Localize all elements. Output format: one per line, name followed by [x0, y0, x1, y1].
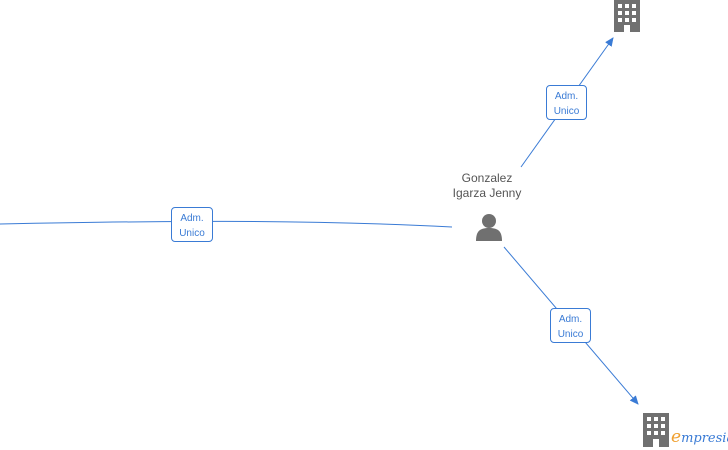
edge-role-label-top[interactable]: Adm. Unico: [546, 85, 587, 120]
edge-role-label-left[interactable]: Adm. Unico: [171, 207, 213, 242]
person-name-label: Gonzalez Igarza Jenny: [437, 171, 537, 201]
edge-line-left: [0, 220, 453, 228]
watermark-e: e: [671, 427, 682, 447]
person-name-line2: Igarza Jenny: [452, 186, 522, 200]
edge-role-line2: Unico: [557, 329, 584, 340]
edge-role-line2: Unico: [179, 228, 205, 239]
edge-role-line1: Adm.: [180, 213, 204, 224]
edge-role-line1: Adm.: [554, 91, 579, 102]
person-icon[interactable]: [476, 214, 502, 241]
edge-role-line2: Unico: [553, 106, 580, 117]
watermark-text: empresia: [671, 427, 728, 447]
watermark-rest: mpresia: [681, 431, 728, 446]
person-name-line1: Gonzalez: [461, 171, 513, 185]
building-icon[interactable]: [643, 413, 669, 447]
edge-role-line1: Adm.: [558, 314, 583, 325]
building-icon[interactable]: [614, 0, 640, 32]
edge-role-label-bottom[interactable]: Adm. Unico: [550, 308, 591, 343]
empresia-watermark: empresia: [641, 413, 728, 447]
